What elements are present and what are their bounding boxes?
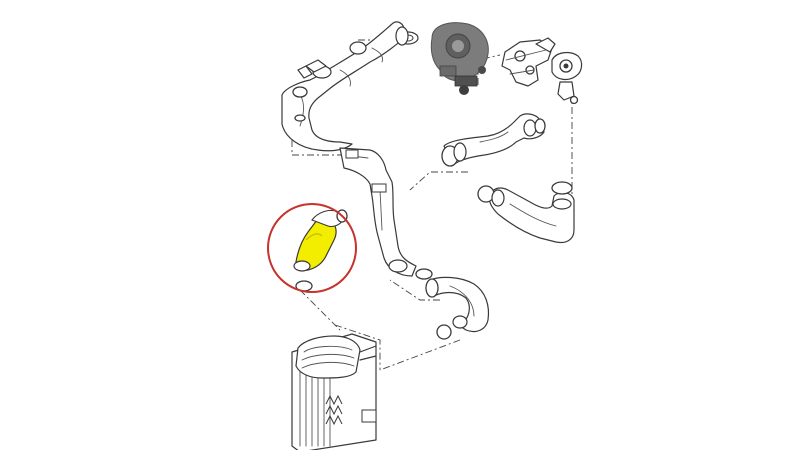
turbo-outlet-pipe [441,113,546,167]
hose-clamps [297,26,409,79]
turbocharger [501,37,583,105]
highlight-circle [267,203,357,293]
lower-charge-pipe [425,276,490,340]
intercooler [291,333,377,450]
charge-air-pipe-vertical [339,147,433,280]
highlighted-intercooler-hose [293,209,348,292]
upper-charge-pipe [281,21,407,152]
turbo-inlet-elbow [477,181,575,244]
throttle-housing [397,22,489,95]
